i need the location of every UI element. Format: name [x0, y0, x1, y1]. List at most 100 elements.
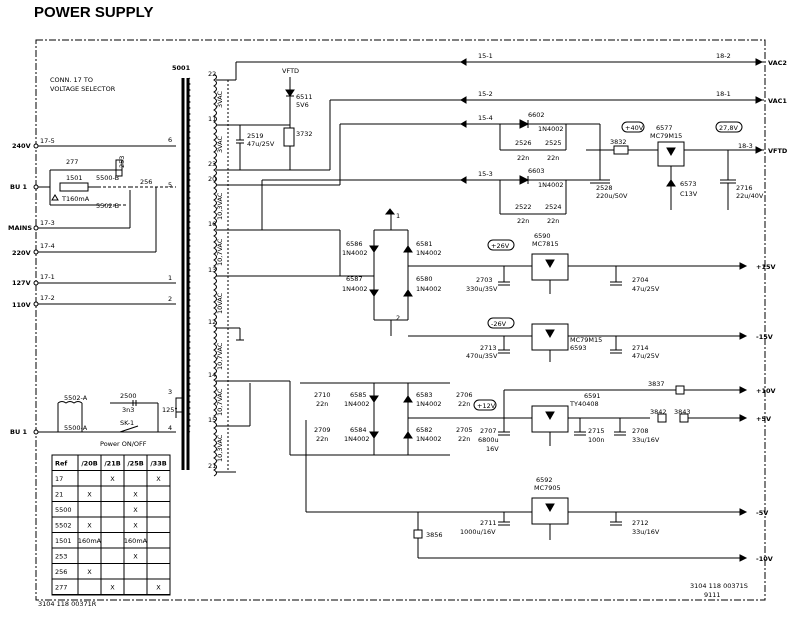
volt-27-8v: 27,8V	[719, 124, 738, 132]
switch-5502a: 5502-A	[64, 394, 88, 402]
table-cell-border	[146, 485, 171, 502]
table-cell-border	[146, 532, 171, 549]
out-vftd: VFTD	[768, 147, 788, 155]
cap-2711-value: 1000u/16V	[460, 528, 496, 536]
conn-15-1: 15-1	[478, 52, 493, 60]
winding-16-13: 10,7VAC	[216, 238, 224, 266]
schematic-border	[35, 39, 766, 601]
cap-2708: 2708	[632, 427, 649, 435]
diode-6586-value: 1N4002	[342, 249, 368, 257]
out-vac1: VAC1	[768, 97, 787, 105]
r277-label: 277	[66, 158, 78, 166]
winding-15-21: 10,3VAC	[216, 434, 224, 462]
out-m5v: -5V	[756, 509, 768, 517]
term-220v: 220V	[12, 249, 31, 257]
diode-6582: 6582	[416, 426, 433, 434]
cap-2715: 2715	[588, 427, 605, 435]
ic-6592-type: MC7905	[534, 484, 561, 492]
pin-6: 6	[168, 136, 172, 144]
term-17-5: 17-5	[40, 137, 55, 145]
switch-5502b: 5502-B	[96, 202, 119, 210]
cap-2705: 2705	[456, 426, 473, 434]
table-cell-border	[77, 578, 102, 595]
table-cell: X	[110, 584, 115, 592]
ic-6593-type: MC79M15	[570, 336, 602, 344]
table-cell-border	[77, 547, 102, 564]
diode-6587-value: 1N4002	[342, 285, 368, 293]
res-3837: 3837	[648, 380, 665, 388]
r253-label: 253	[118, 156, 126, 168]
pin-11: 11	[208, 115, 216, 123]
reg-5v: +12V 6591 TY40408 3837 +10V 3842 3843 +5…	[473, 380, 776, 453]
cap-2704-value: 47u/25V	[632, 285, 660, 293]
table-cell: 21	[55, 491, 63, 499]
table-header-cell: /33B	[150, 460, 166, 468]
cap-2708-value: 33u/16V	[632, 436, 660, 444]
conn-18-3: 18-3	[738, 142, 753, 150]
table-cell-border	[146, 578, 171, 595]
code-3: 3104 118 00371R	[38, 600, 97, 608]
table-cell-border	[77, 470, 102, 487]
diode-6580-value: 1N4002	[416, 285, 442, 293]
cap-2713: 2713	[480, 344, 497, 352]
volt-26v-pos: +26V	[491, 242, 510, 250]
cap-2525: 2525	[545, 139, 562, 147]
transformer-label: 5001	[172, 64, 191, 72]
cap-2705-value: 22n	[458, 435, 470, 443]
diode-6602-value: 1N4002	[538, 125, 564, 133]
diode-6582-value: 1N4002	[416, 435, 442, 443]
node-1: 1	[396, 212, 400, 220]
table-cell: X	[87, 522, 92, 530]
diode-6585-value: 1N4002	[344, 400, 370, 408]
term-110v: 110V	[12, 301, 31, 309]
table-cell-border	[123, 470, 148, 487]
diode-6602: 6602	[528, 111, 545, 119]
table-header-cell: /25B	[127, 460, 143, 468]
table-cell: X	[87, 491, 92, 499]
res-3856: 3856	[426, 531, 443, 539]
term-bu1: BU 1	[10, 183, 27, 191]
pin-1: 1	[168, 274, 172, 282]
primary-pins: 6 5 1 2 3 4	[168, 136, 172, 432]
table-cell-border	[100, 501, 125, 518]
table-cell-border	[77, 501, 102, 518]
cap-2500-value: 3n3	[122, 406, 134, 414]
secondary-pins: 22 11 23 20 16 13 12 14 15 21	[208, 70, 216, 470]
pin-14: 14	[208, 371, 216, 379]
note-line1: CONN. 17 TO	[50, 76, 93, 84]
table-cell: X	[156, 475, 161, 483]
term-17-1: 17-1	[40, 273, 55, 281]
table-cell: X	[156, 584, 161, 592]
pin-21: 21	[208, 462, 216, 470]
winding-14-15: 10,7VAC	[216, 388, 224, 416]
pin-5: 5	[168, 181, 172, 189]
page-title: POWER SUPPLY	[34, 4, 154, 21]
cap-2706-value: 22n	[458, 400, 470, 408]
diode-6581-value: 1N4002	[416, 249, 442, 257]
table-cell: 256	[55, 568, 67, 576]
cap-2716-value: 22u/40V	[736, 192, 764, 200]
cap-2715-value: 100n	[588, 436, 605, 444]
temp-label: 125°	[162, 406, 178, 414]
vac-section: 15-1 18-2 VAC2 VFTD 6511 5V6 3732 2519 4…	[235, 52, 787, 171]
zener-6511-value: 5V6	[296, 101, 309, 109]
cap-2707-value: 6800u	[478, 436, 499, 444]
code-2: 9111	[704, 591, 721, 599]
zener-6511: 6511	[296, 93, 313, 101]
table-cell-border	[100, 563, 125, 580]
pin-4: 4	[168, 424, 172, 432]
cap-2703-value: 330u/35V	[466, 285, 498, 293]
diode-6583-value: 1N4002	[416, 400, 442, 408]
cap-2524: 2524	[545, 203, 562, 211]
cap-2526-value: 22n	[517, 154, 529, 162]
winding-11-23: 3VAC	[216, 136, 224, 153]
table-cell-border	[123, 563, 148, 580]
winding-20-16: 10,3VAC	[216, 192, 224, 220]
table-cell: X	[133, 491, 138, 499]
vftd-top: VFTD	[282, 67, 299, 75]
pin-15: 15	[208, 416, 216, 424]
winding-12-14: 10,7VAC	[216, 342, 224, 370]
cap-2706: 2706	[456, 391, 473, 399]
res-3732: 3732	[296, 130, 313, 138]
cap-2524-value: 22n	[547, 217, 559, 225]
